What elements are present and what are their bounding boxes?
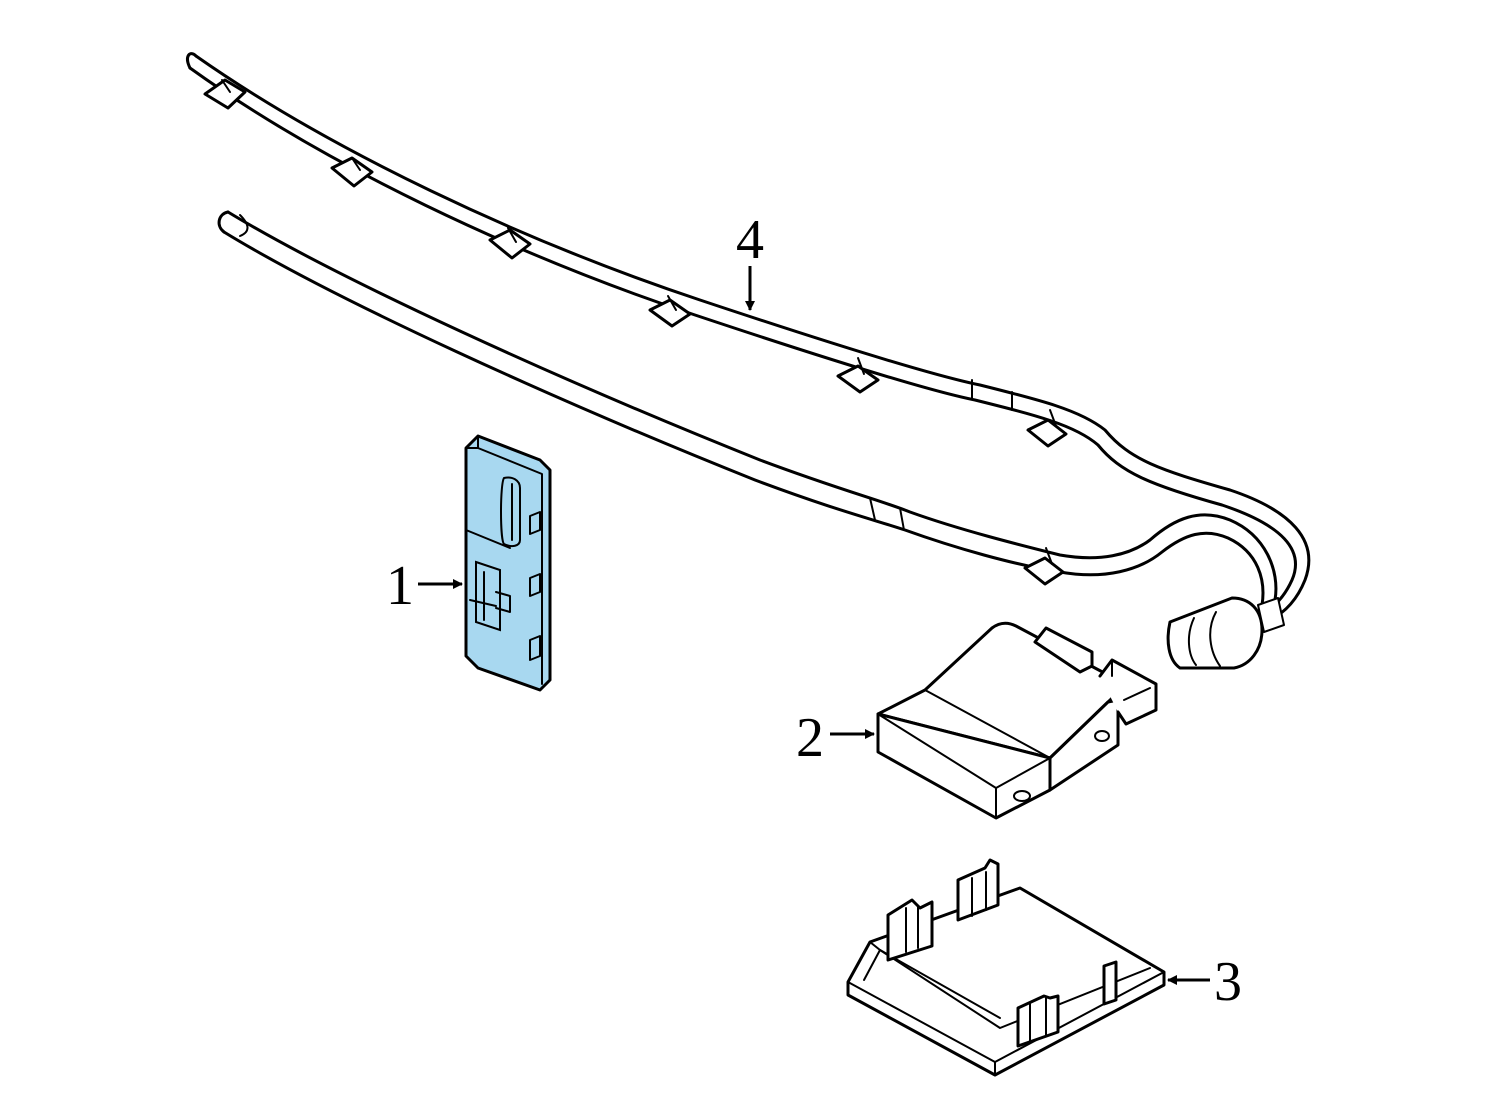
callout-number-3: 3 xyxy=(1214,951,1242,1013)
callout-4: 4 xyxy=(736,209,764,311)
harness-clip xyxy=(648,295,692,328)
harness-clip xyxy=(1026,409,1068,448)
callout-number-4: 4 xyxy=(736,209,764,271)
harness-connector xyxy=(1166,596,1285,670)
harness-clip xyxy=(203,78,247,110)
cover-part-3[interactable] xyxy=(846,858,1166,1077)
harness-clip xyxy=(1023,547,1065,586)
callout-number-2: 2 xyxy=(796,707,824,769)
callout-3: 3 xyxy=(1167,951,1242,1013)
harness-clip xyxy=(330,156,374,188)
callout-1: 1 xyxy=(386,555,463,617)
harness-clip xyxy=(488,227,532,260)
callout-2: 2 xyxy=(796,707,875,769)
module-part-1[interactable] xyxy=(464,434,552,692)
harness-clip xyxy=(836,357,880,394)
wiring-harness[interactable] xyxy=(186,52,1311,670)
control-unit-part-2[interactable] xyxy=(876,621,1158,820)
callout-number-1: 1 xyxy=(386,555,414,617)
